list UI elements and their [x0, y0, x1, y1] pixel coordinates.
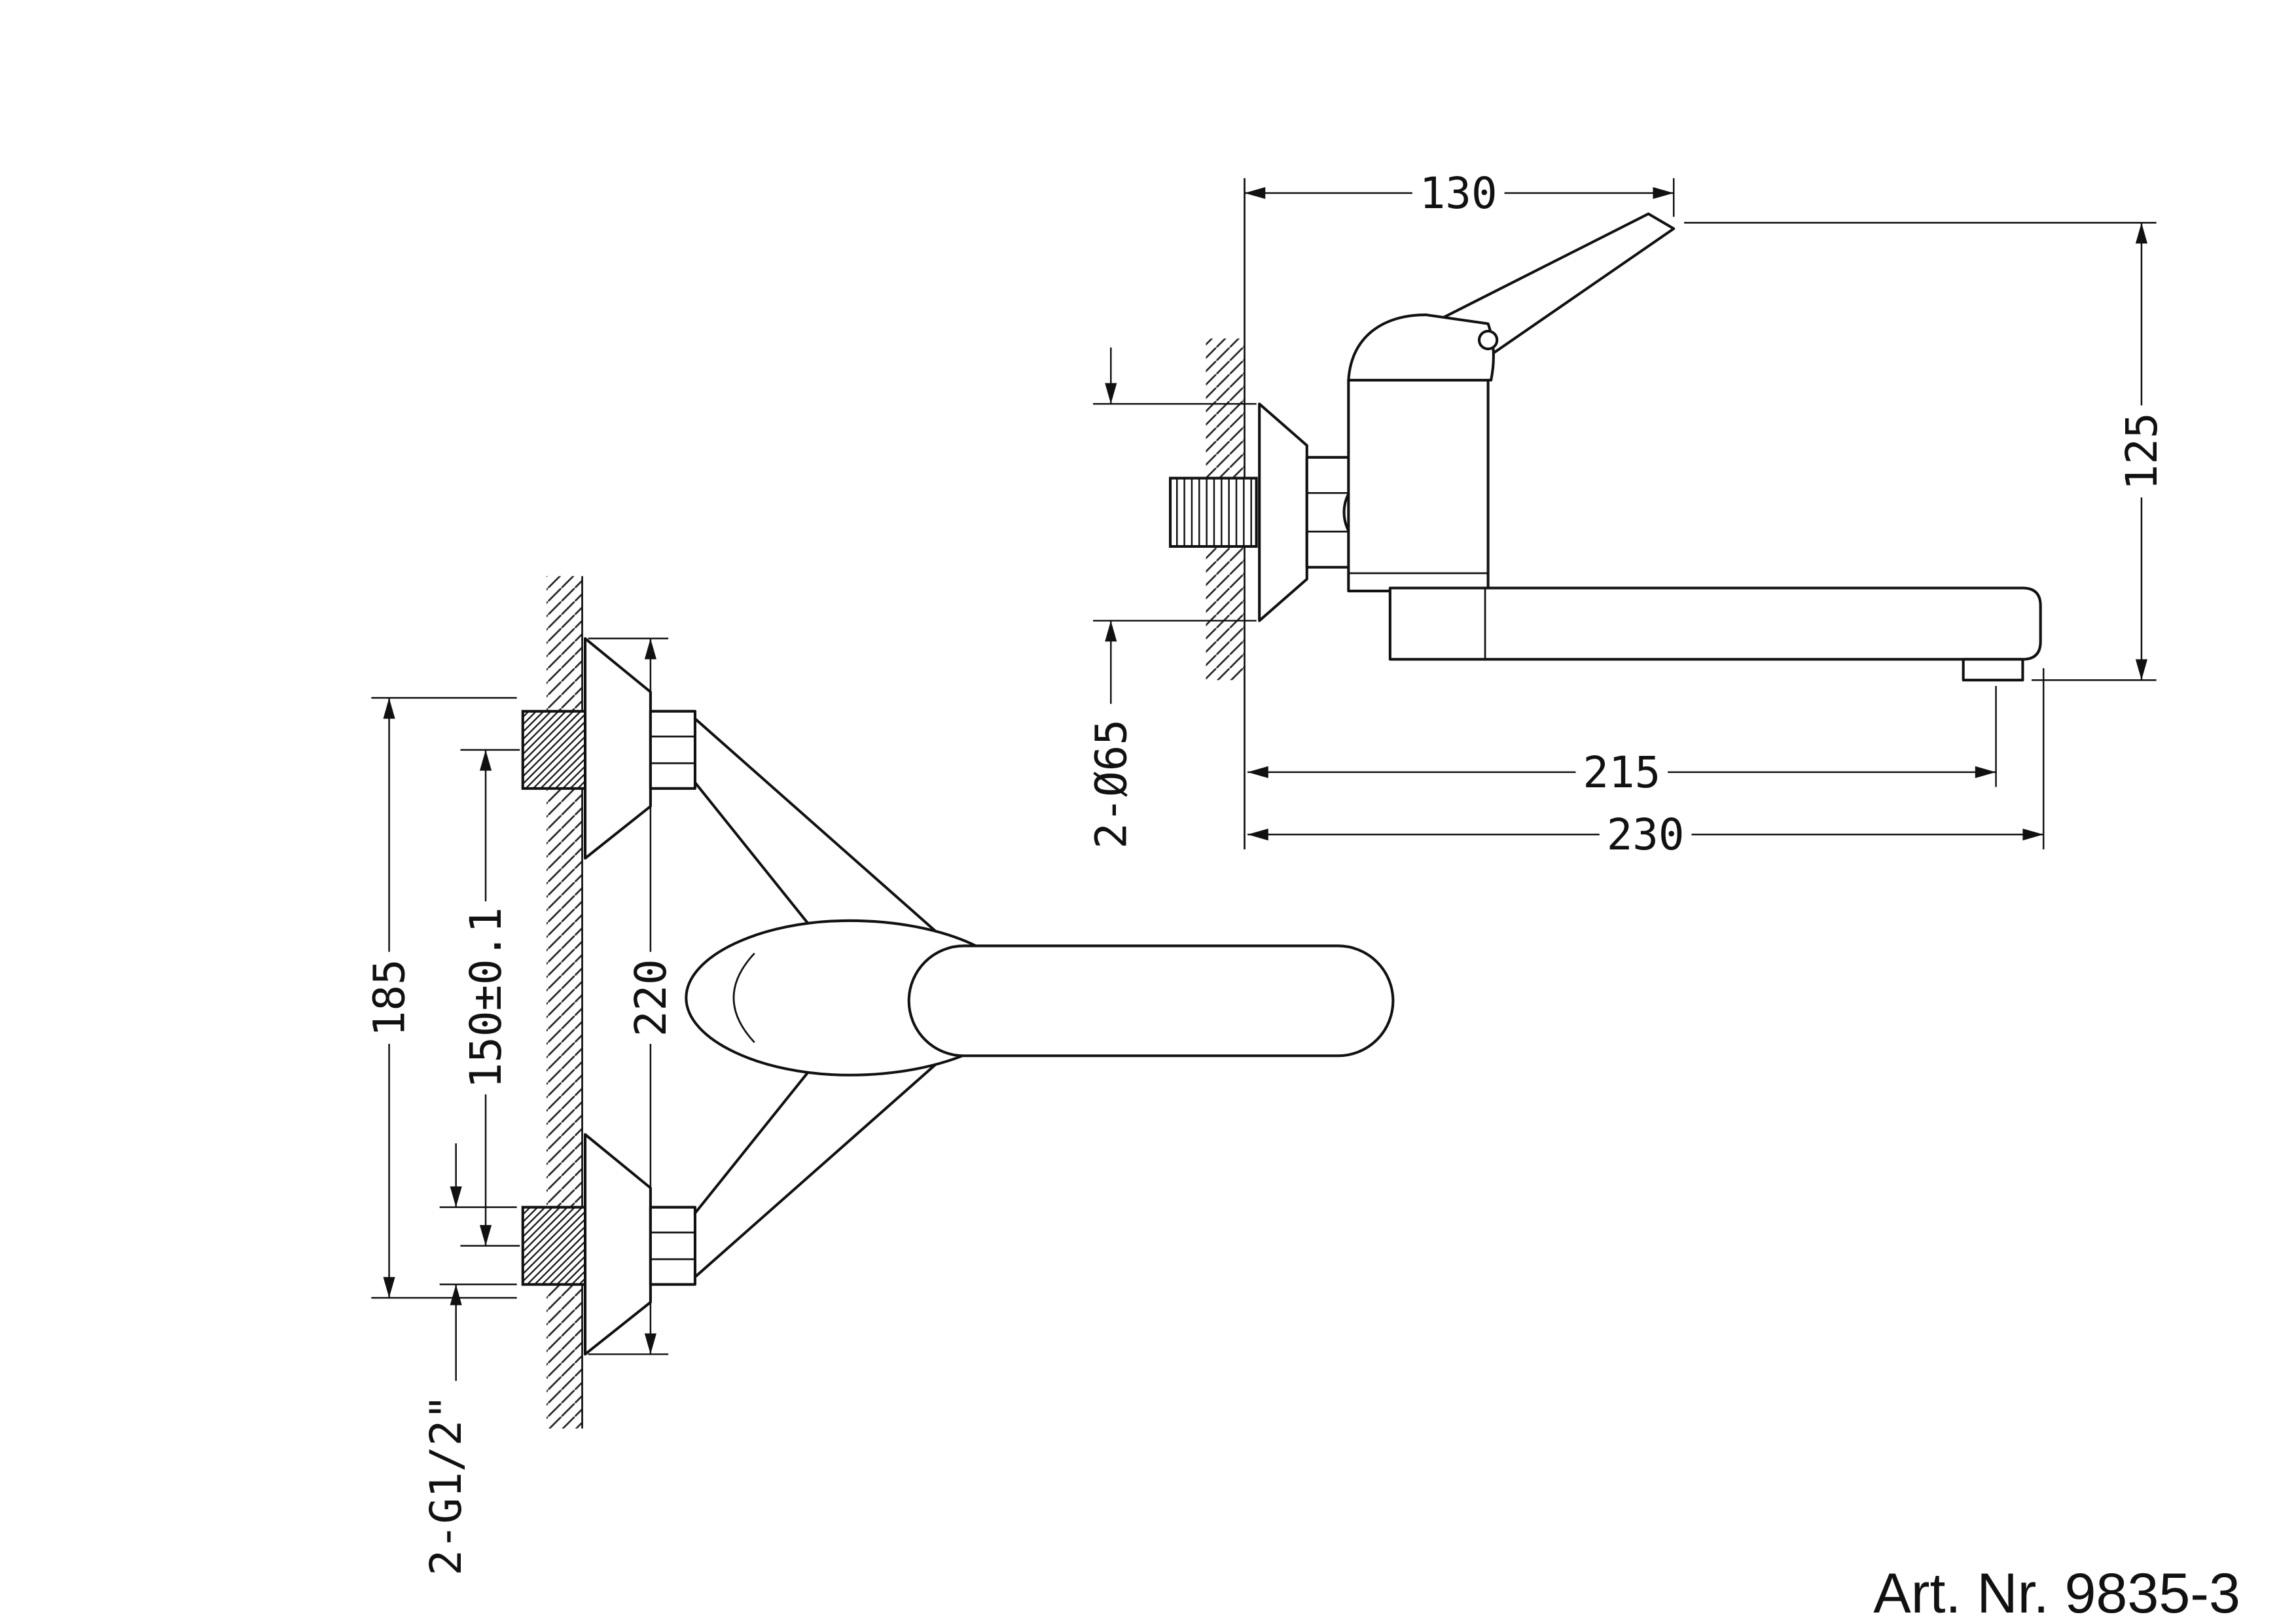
indicator-cap — [1477, 329, 1499, 351]
spout-side — [1388, 586, 2042, 661]
dim-wall-to-aerator: 215 — [1247, 747, 1996, 798]
dim-overall-height: 125 — [2117, 223, 2167, 681]
wall-section-front — [547, 576, 583, 1429]
locknut-bottom-facets — [650, 1231, 695, 1260]
locknut-top — [649, 709, 697, 790]
mixer-body-side — [1347, 378, 1490, 593]
dim-label-220: 220 — [626, 959, 676, 1037]
locknut-top-facets — [650, 736, 695, 764]
side-view: 130 125 215 230 — [1086, 168, 2167, 860]
dim-wall-to-handle: 130 — [1244, 168, 1674, 219]
body-contour-line — [732, 952, 755, 1043]
dim-label-150: 150±0.1 — [461, 907, 511, 1088]
thread-size-callout: 2-G1/2" — [421, 1143, 471, 1582]
locknut-side-facets — [1306, 491, 1355, 533]
dim-label-215: 215 — [1583, 747, 1660, 798]
inlet-nipple-top — [521, 709, 587, 790]
dim-wall-to-spout-tip: 230 — [1247, 810, 2044, 860]
extension-lines-side — [1093, 178, 2157, 849]
dim-escutcheon-span: 220 — [626, 638, 676, 1355]
inlet-nipple-side — [1168, 476, 1258, 548]
article-number: Art. Nr. 9835-3 — [1873, 1562, 2240, 1623]
dim-label-230: 230 — [1607, 810, 1685, 860]
cartridge-dome — [1347, 313, 1495, 382]
escutcheon-side — [1258, 402, 1308, 622]
lever-handle-front — [907, 944, 1395, 1058]
escutcheon-top — [584, 637, 652, 860]
dim-connection-centers: 150±0.1 — [461, 749, 511, 1246]
dim-label-185: 185 — [365, 959, 415, 1037]
inlet-nipple-bottom — [521, 1205, 587, 1286]
locknut-bottom — [649, 1205, 697, 1286]
escutcheon-diameter-callout: 2-Ø65 — [1086, 347, 1136, 855]
thread-size-label: 2-G1/2" — [421, 1394, 471, 1575]
dim-connections-outer: 185 — [365, 698, 415, 1298]
escutcheon-bottom — [584, 1133, 652, 1356]
aerator — [1962, 658, 2024, 682]
dim-label-130: 130 — [1420, 168, 1498, 219]
dim-label-125: 125 — [2117, 412, 2167, 490]
front-view: 185 150±0.1 220 2-G1/2" — [365, 576, 1395, 1582]
escutcheon-diameter-label: 2-Ø65 — [1086, 719, 1136, 849]
